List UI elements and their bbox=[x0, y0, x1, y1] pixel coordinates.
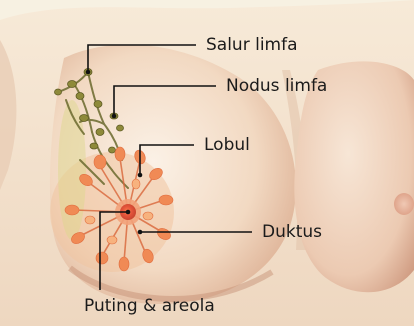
label-duct: Duktus bbox=[262, 222, 322, 242]
leader-dot-lymph-vessel bbox=[86, 70, 91, 75]
label-nipple-areola: Puting & areola bbox=[84, 296, 215, 316]
leader-dot-lobule bbox=[138, 173, 143, 178]
right-nipple bbox=[394, 193, 414, 215]
leader-dot-duct bbox=[138, 230, 143, 235]
leader-dot-lymph-node bbox=[112, 114, 117, 119]
label-lymph-vessel: Salur limfa bbox=[206, 35, 298, 55]
leader-dot-nipple bbox=[126, 210, 131, 215]
right-breast bbox=[294, 61, 414, 292]
label-lymph-node: Nodus limfa bbox=[226, 76, 327, 96]
label-lobule: Lobul bbox=[204, 135, 250, 155]
